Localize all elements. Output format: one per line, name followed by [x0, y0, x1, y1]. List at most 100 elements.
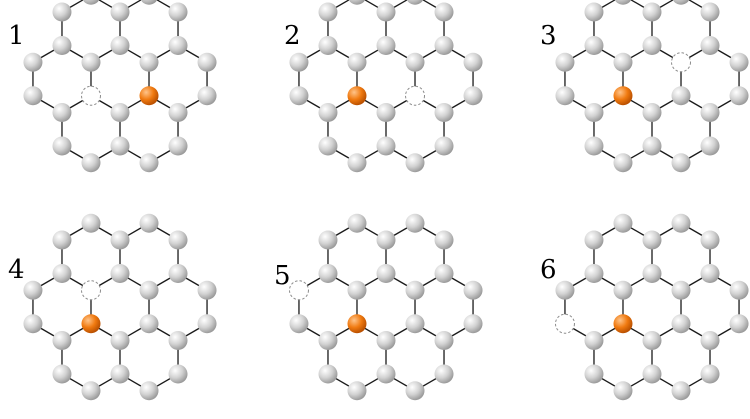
atom: [700, 36, 720, 55]
atom: [52, 2, 72, 22]
atom: [555, 280, 575, 300]
atom: [700, 230, 720, 250]
atom: [642, 36, 662, 55]
panel-3: 3: [540, 0, 749, 173]
atom: [584, 264, 604, 283]
atom: [110, 36, 130, 55]
atom: [434, 364, 454, 384]
atom: [110, 2, 130, 22]
atom: [463, 314, 483, 334]
atom: [584, 230, 604, 250]
atom: [584, 2, 604, 22]
atom: [376, 36, 396, 55]
atom: [729, 86, 749, 106]
atom: [168, 364, 188, 384]
highlighted-atom: [81, 314, 101, 334]
atom: [642, 103, 662, 122]
atom: [555, 86, 575, 106]
highlighted-atom: [613, 314, 633, 334]
vacancy-site: [80, 85, 101, 106]
highlighted-atom: [347, 86, 367, 106]
atom: [23, 86, 43, 106]
atom: [642, 264, 662, 283]
atom: [376, 364, 396, 384]
atom: [613, 280, 633, 300]
panel-5: 5: [274, 213, 483, 401]
highlighted-atom: [139, 86, 159, 106]
atom: [405, 213, 425, 233]
atom: [671, 213, 691, 233]
panel-label-1: 1: [8, 21, 25, 51]
atom: [434, 103, 454, 122]
atom: [347, 153, 367, 173]
panel-label-3: 3: [540, 21, 557, 51]
vacancy-site: [405, 85, 426, 106]
atom: [110, 364, 130, 384]
atom: [318, 264, 338, 283]
atom: [700, 264, 720, 283]
atom: [52, 264, 72, 283]
highlighted-atom: [347, 314, 367, 334]
atom: [671, 381, 691, 401]
atom: [23, 314, 43, 334]
atom: [671, 153, 691, 173]
atom: [23, 52, 43, 72]
atom: [168, 2, 188, 22]
atom: [405, 153, 425, 173]
atom: [555, 52, 575, 72]
atom: [52, 230, 72, 250]
atom: [434, 230, 454, 250]
lattice-2: [289, 0, 483, 173]
atom: [197, 280, 217, 300]
panel-2: 2: [284, 0, 483, 173]
atom: [584, 103, 604, 122]
atom: [318, 364, 338, 384]
atom: [289, 52, 309, 72]
panel-1: 1: [8, 0, 217, 173]
panel-4: 4: [8, 213, 217, 401]
atom: [139, 381, 159, 401]
atom: [347, 280, 367, 300]
vacancy-site: [288, 280, 309, 301]
atom: [729, 280, 749, 300]
atom: [139, 153, 159, 173]
atom: [376, 136, 396, 156]
atom: [81, 213, 101, 233]
lattice-6: [554, 213, 749, 401]
atom: [197, 52, 217, 72]
atom: [700, 331, 720, 350]
atom: [463, 52, 483, 72]
atom: [614, 0, 632, 5]
atom: [140, 0, 158, 5]
atom: [168, 331, 188, 350]
atom: [613, 381, 633, 401]
lattice-3: [555, 0, 749, 173]
atom: [81, 381, 101, 401]
atom: [318, 136, 338, 156]
lattice-1: [23, 0, 217, 173]
atom: [613, 52, 633, 72]
atom: [434, 36, 454, 55]
atom: [82, 0, 100, 5]
atom: [318, 103, 338, 122]
atom: [434, 2, 454, 22]
atom: [23, 280, 43, 300]
atom: [168, 36, 188, 55]
atom: [700, 103, 720, 122]
atom: [289, 86, 309, 106]
atom: [405, 314, 425, 334]
atom: [406, 0, 424, 5]
atom: [168, 136, 188, 156]
atom: [52, 364, 72, 384]
atom: [289, 314, 309, 334]
atom: [347, 213, 367, 233]
atom: [584, 136, 604, 156]
atom: [584, 331, 604, 350]
atom: [52, 331, 72, 350]
atom: [139, 280, 159, 300]
atom: [434, 136, 454, 156]
atom: [110, 230, 130, 250]
atom: [376, 331, 396, 350]
atom: [197, 314, 217, 334]
